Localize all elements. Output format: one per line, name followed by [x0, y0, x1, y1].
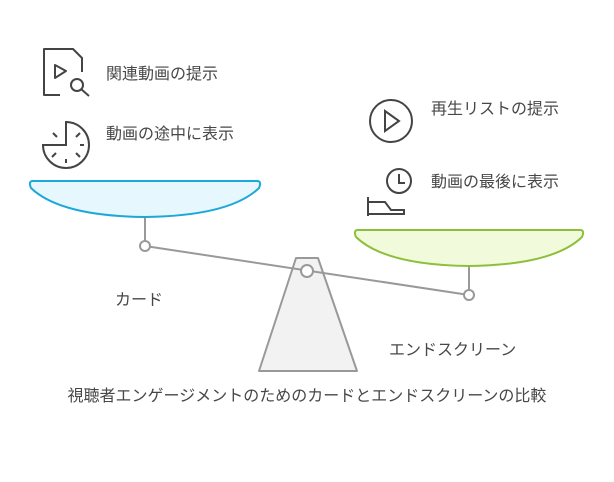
right-joint: [463, 289, 475, 301]
right-label: エンドスクリーン: [389, 340, 517, 359]
right-item-2-text: 動画の最後に表示: [431, 172, 560, 191]
right-pan: [353, 229, 585, 268]
clock-partial-icon: [41, 120, 90, 169]
diagram-title: 視聴者エンゲージメントのためのカードとエンドスクリーンの比較: [67, 386, 547, 405]
fulcrum: [258, 257, 358, 372]
left-item-2-text: 動画の途中に表示: [106, 124, 235, 143]
pivot: [300, 264, 314, 278]
left-pan: [28, 180, 262, 219]
left-joint: [139, 240, 151, 252]
left-label: カード: [115, 290, 164, 309]
clock-end-icon: [367, 168, 412, 216]
left-item-1-text: 関連動画の提示: [106, 64, 219, 83]
right-item-1-text: 再生リストの提示: [431, 99, 560, 118]
play-circle-icon: [369, 99, 413, 143]
video-search-icon: [43, 48, 90, 97]
